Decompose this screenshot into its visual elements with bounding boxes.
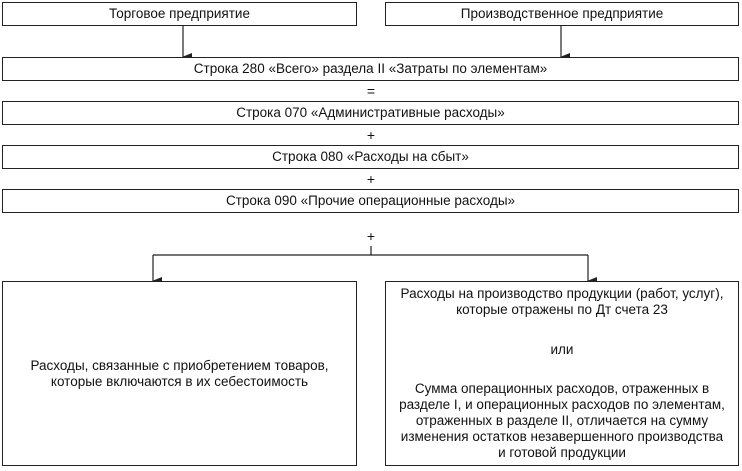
box-goods-costs: Расходы, связанные с приобретением товар… — [2, 281, 357, 466]
operator-plus-3: + — [366, 228, 376, 244]
row-090-label: Строка 090 «Прочие операционные расходы» — [225, 193, 516, 208]
box-production-enterprise-label: Производственное предприятие — [460, 6, 664, 21]
operator-plus-1: + — [366, 127, 376, 143]
operator-plus-2: + — [366, 171, 376, 187]
box-trade-enterprise-label: Торговое предприятие — [109, 6, 250, 21]
goods-costs-text: Расходы, связанные с приобретением товар… — [30, 357, 329, 389]
row-070-label: Строка 070 «Административные расходы» — [236, 105, 505, 120]
box-row-070: Строка 070 «Административные расходы» — [2, 101, 739, 125]
row-280-label: Строка 280 «Всего» раздела II «Затраты п… — [193, 61, 548, 76]
box-production-enterprise: Производственное предприятие — [385, 2, 739, 26]
operator-equals: = — [366, 83, 376, 99]
production-costs-text: Расходы на производство продукции (работ… — [400, 286, 724, 317]
row-080-label: Строка 080 «Расходы на сбыт» — [272, 149, 469, 164]
operational-costs-text: Сумма операционных расходов, отраженных … — [399, 381, 725, 460]
box-production-costs: Расходы на производство продукции (работ… — [385, 281, 739, 466]
or-text: или — [550, 341, 574, 357]
box-row-090: Строка 090 «Прочие операционные расходы» — [2, 189, 739, 213]
box-trade-enterprise: Торговое предприятие — [2, 2, 357, 26]
box-row-280: Строка 280 «Всего» раздела II «Затраты п… — [2, 57, 739, 81]
box-row-080: Строка 080 «Расходы на сбыт» — [2, 145, 739, 169]
